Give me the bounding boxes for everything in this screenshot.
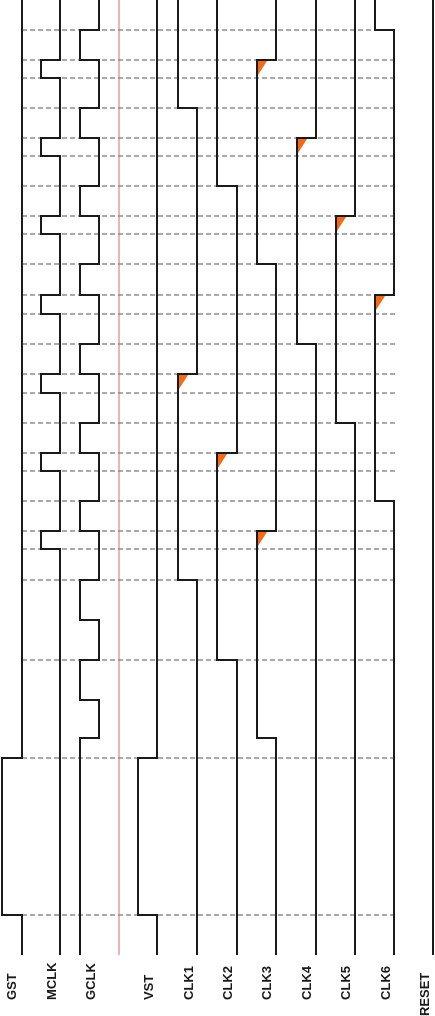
signal-label-gclk: GCLK bbox=[83, 963, 98, 1000]
trace-clk5 bbox=[335, 0, 356, 955]
signal-label-reset: RESET bbox=[417, 973, 432, 1016]
signal-labels: GST MCLK GCLK VST CLK1 CLK2 CLK3 CLK4 CL… bbox=[4, 962, 432, 1016]
edge-marker bbox=[258, 61, 267, 75]
edge-markers bbox=[179, 61, 385, 546]
signal-label-clk2: CLK2 bbox=[220, 966, 235, 1000]
edge-marker bbox=[179, 375, 188, 389]
signal-label-clk3: CLK3 bbox=[259, 966, 274, 1000]
signal-label-vst: VST bbox=[141, 975, 156, 1000]
trace-clk6 bbox=[374, 0, 395, 955]
edge-marker bbox=[298, 139, 307, 153]
signal-label-clk1: CLK1 bbox=[181, 966, 196, 1000]
trace-gst bbox=[1, 0, 23, 955]
edge-marker bbox=[218, 454, 227, 468]
signal-label-clk6: CLK6 bbox=[378, 966, 393, 1000]
edge-marker bbox=[376, 296, 385, 310]
trace-vst bbox=[137, 0, 158, 955]
trace-clk3 bbox=[256, 0, 277, 955]
trace-gclk bbox=[79, 0, 100, 955]
signal-label-mclk: MCLK bbox=[44, 962, 59, 1000]
trace-clk1 bbox=[177, 0, 198, 955]
trace-mclk bbox=[40, 0, 61, 955]
signal-traces bbox=[1, 0, 434, 955]
edge-marker bbox=[337, 217, 346, 231]
dashed-guide-lines bbox=[22, 29, 395, 916]
signal-label-clk4: CLK4 bbox=[299, 965, 314, 1000]
signal-label-clk5: CLK5 bbox=[338, 966, 353, 1000]
signal-label-gst: GST bbox=[4, 973, 19, 1000]
trace-clk2 bbox=[216, 0, 238, 955]
trace-clk4 bbox=[296, 0, 317, 955]
edge-marker bbox=[258, 532, 267, 546]
